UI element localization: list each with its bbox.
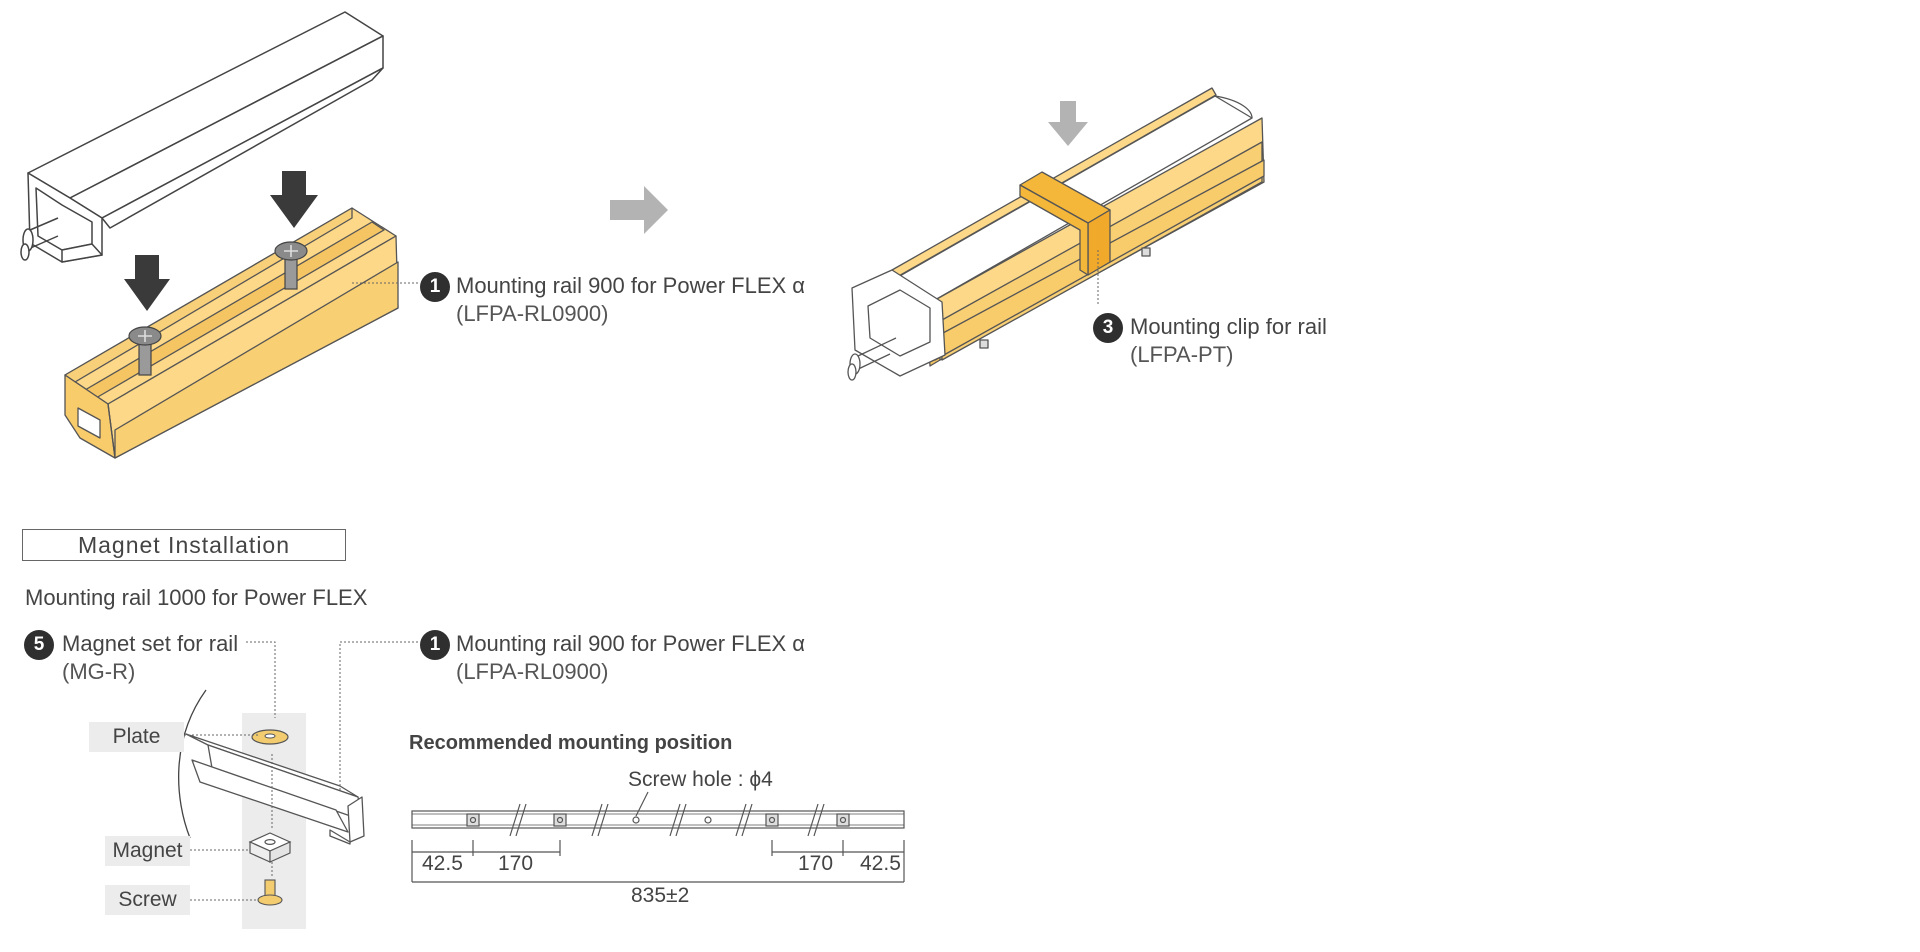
down-arrow-icon bbox=[124, 171, 318, 311]
mounting-rail-900-small bbox=[185, 733, 365, 845]
mounting-clip bbox=[1019, 171, 1111, 276]
dim-left-end: 42.5 bbox=[422, 852, 463, 875]
plate-hole bbox=[264, 733, 276, 739]
clip-name: Mounting clip for rail bbox=[1130, 314, 1327, 339]
led-light-bar bbox=[20, 11, 384, 263]
section-title: Magnet Installation bbox=[22, 529, 346, 561]
screw-hole-label: Screw hole : ϕ4 bbox=[628, 768, 773, 791]
mounting-position-title: Recommended mounting position bbox=[409, 732, 733, 754]
rail-900-name-bottom: Mounting rail 900 for Power FLEX α bbox=[456, 631, 805, 656]
rail-900-name: Mounting rail 900 for Power FLEX α bbox=[456, 273, 805, 298]
dim-right-pitch: 170 bbox=[798, 852, 834, 875]
magnet-icon bbox=[248, 832, 292, 863]
magnet-set-name: Magnet set for rail bbox=[62, 631, 239, 656]
down-arrow-icon bbox=[1048, 101, 1088, 146]
item-number-badge: 1 bbox=[420, 630, 450, 660]
mounting-position-drawing bbox=[411, 791, 905, 883]
magnet-set-code: (MG-R) bbox=[62, 659, 136, 684]
dim-total-length: 835±2 bbox=[631, 884, 690, 907]
clip-code: (LFPA-PT) bbox=[1130, 342, 1234, 367]
rail-900-code: (LFPA-RL0900) bbox=[456, 301, 609, 326]
item-number-badge: 3 bbox=[1093, 313, 1123, 343]
dim-right-end: 42.5 bbox=[860, 852, 901, 875]
subtitle: Mounting rail 1000 for Power FLEX bbox=[25, 585, 368, 610]
profile-curve bbox=[178, 689, 207, 839]
leader-lines bbox=[184, 641, 418, 901]
rail-900-code-bottom: (LFPA-RL0900) bbox=[456, 659, 609, 684]
dim-left-pitch: 170 bbox=[498, 852, 534, 875]
screw-icon bbox=[128, 241, 308, 376]
part-tag-magnet: Magnet bbox=[105, 836, 190, 866]
item-number-badge: 5 bbox=[24, 630, 54, 660]
next-step-arrow-icon bbox=[610, 186, 668, 234]
item-number-badge: 1 bbox=[420, 272, 450, 302]
part-tag-screw: Screw bbox=[105, 885, 190, 915]
mounting-rail-900 bbox=[64, 207, 399, 459]
screw-small-icon bbox=[257, 879, 283, 906]
part-tag-plate: Plate bbox=[89, 722, 184, 752]
